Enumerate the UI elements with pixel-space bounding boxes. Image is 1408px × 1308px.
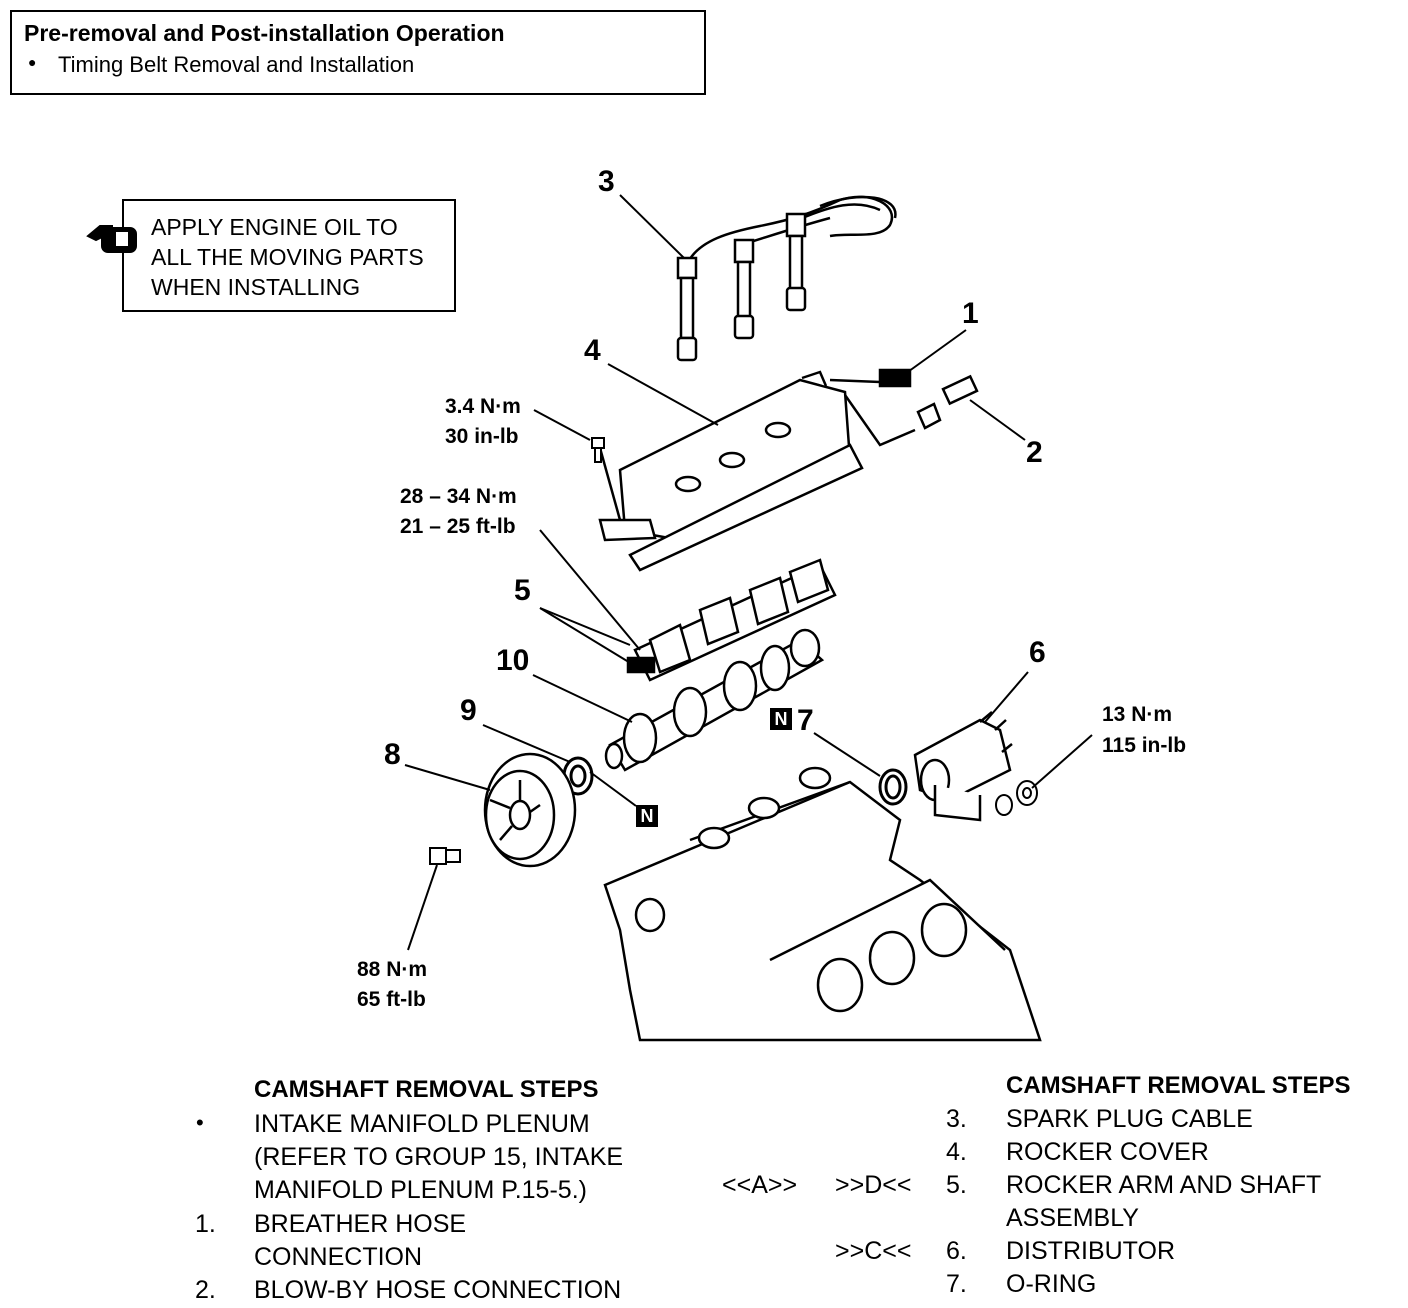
step-number: 1. xyxy=(195,1210,216,1238)
torque-rocker-cover-inlb: 30 in-lb xyxy=(445,425,519,448)
step-ref-b: >>D<< xyxy=(835,1171,912,1199)
steps-right-heading: CAMSHAFT REMOVAL STEPS xyxy=(1006,1072,1351,1099)
callout-8: 8 xyxy=(384,738,401,771)
distributor-drawing xyxy=(913,711,1013,822)
step-text: BREATHER HOSE xyxy=(254,1210,467,1238)
rocker-cover-bolt-drawing xyxy=(591,437,605,463)
step-number: 4. xyxy=(946,1138,967,1166)
o-ring-drawing xyxy=(878,768,908,806)
rocker-arm-shaft-drawing xyxy=(626,558,837,682)
torque-rocker-shaft-nm: 28 – 34 N·m xyxy=(400,485,517,508)
step-text: MANIFOLD PLENUM P.15-5.) xyxy=(254,1176,587,1204)
step-text: INTAKE MANIFOLD PLENUM xyxy=(254,1110,590,1138)
torque-sprocket-ftlb: 65 ft-lb xyxy=(357,988,426,1011)
callout-9: 9 xyxy=(460,694,477,727)
step-ref-b: >>C<< xyxy=(835,1237,912,1265)
torque-rocker-cover-nm: 3.4 N·m xyxy=(445,395,521,418)
step-text: DISTRIBUTOR xyxy=(1006,1237,1175,1265)
step-text: ROCKER COVER xyxy=(1006,1138,1209,1166)
cylinder-head-drawing xyxy=(603,766,1042,1042)
step-number: 2. xyxy=(195,1276,216,1304)
oil-can-icon xyxy=(86,225,137,253)
callout-5: 5 xyxy=(514,574,531,607)
step-text: CONNECTION xyxy=(254,1243,423,1271)
torque-distributor-nm: 13 N·m xyxy=(1102,703,1173,726)
callout-4: 4 xyxy=(584,334,601,367)
step-ref-a: <<A>> xyxy=(722,1171,798,1199)
oil-note-line: WHEN INSTALLING xyxy=(151,274,361,300)
pre-removal-box xyxy=(10,10,706,95)
step-text: ASSEMBLY xyxy=(1006,1204,1139,1232)
step-text: SPARK PLUG CABLE xyxy=(1006,1105,1253,1133)
steps-left-heading: CAMSHAFT REMOVAL STEPS xyxy=(254,1076,599,1103)
oil-note-box xyxy=(122,199,456,312)
step-number: 7. xyxy=(946,1270,967,1298)
step-text: ROCKER ARM AND SHAFT xyxy=(1006,1171,1322,1199)
torque-distributor-inlb: 115 in-lb xyxy=(1102,734,1187,757)
callout-3: 3 xyxy=(598,165,615,198)
torque-rocker-shaft-ftlb: 21 – 25 ft-lb xyxy=(400,515,516,538)
step-number: 6. xyxy=(946,1237,967,1265)
callout-10: 10 xyxy=(496,644,530,677)
step-bullet: • xyxy=(196,1110,204,1135)
callout-2: 2 xyxy=(1026,436,1043,469)
bullet-icon: ● xyxy=(28,54,37,70)
hoses-drawing xyxy=(829,368,979,447)
rocker-cover-drawing xyxy=(598,370,864,572)
n-badge: N xyxy=(636,805,658,827)
pre-removal-item: Timing Belt Removal and Installation xyxy=(58,52,415,77)
callout-6: 6 xyxy=(1029,636,1046,669)
camshaft-drawing xyxy=(604,628,825,772)
callout-1: 1 xyxy=(962,297,979,330)
spark-plug-cable-drawing xyxy=(676,195,897,362)
oil-note-line: ALL THE MOVING PARTS xyxy=(151,244,424,270)
leader-lines xyxy=(404,194,1093,951)
camshaft-sprocket-drawing xyxy=(483,752,577,868)
callout-7: 7 xyxy=(797,704,814,737)
step-text: O-RING xyxy=(1006,1270,1097,1298)
n-badge: N xyxy=(770,708,792,730)
sprocket-bolt-drawing xyxy=(429,847,461,865)
step-number: 5. xyxy=(946,1171,967,1199)
oil-note-line: APPLY ENGINE OIL TO xyxy=(151,214,398,240)
step-number: 3. xyxy=(946,1105,967,1133)
step-text: (REFER TO GROUP 15, INTAKE xyxy=(254,1143,624,1171)
step-text: BLOW-BY HOSE CONNECTION xyxy=(254,1276,622,1304)
pre-removal-title: Pre-removal and Post-installation Operat… xyxy=(24,20,505,46)
torque-sprocket-nm: 88 N·m xyxy=(357,958,428,981)
distributor-nut-drawing xyxy=(995,780,1038,816)
